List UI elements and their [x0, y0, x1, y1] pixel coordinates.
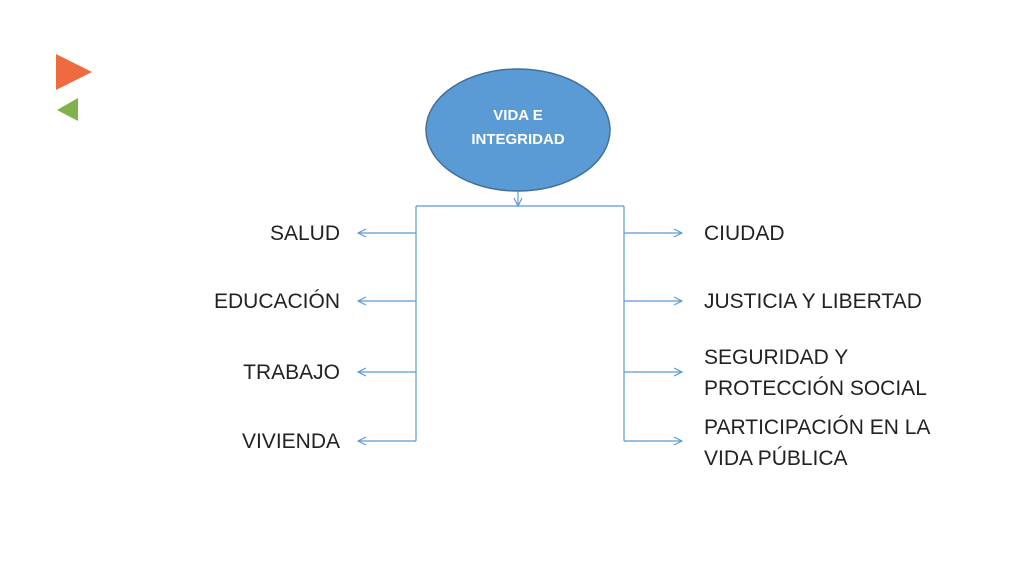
branch-seguridad-line1: SEGURIDAD Y: [704, 346, 849, 369]
branch-justicia-libertad: JUSTICIA Y LIBERTAD: [704, 286, 1004, 317]
root-label-line1: VIDA E: [493, 107, 543, 124]
root-label-line2: INTEGRIDAD: [471, 131, 565, 148]
branch-trabajo: TRABAJO: [243, 361, 340, 384]
connector-lines: [358, 191, 682, 441]
branch-vivienda: VIVIENDA: [241, 430, 340, 453]
branch-ciudad-line1: CIUDAD: [704, 222, 785, 245]
branch-ciudad: CIUDAD: [704, 218, 1004, 249]
branch-seguridad-line2: PROTECCIÓN SOCIAL: [704, 377, 927, 400]
branch-participacion: PARTICIPACIÓN EN LA VIDA PÚBLICA: [704, 412, 1004, 474]
branch-participacion-line2: VIDA PÚBLICA: [704, 447, 848, 470]
branch-seguridad-proteccion: SEGURIDAD Y PROTECCIÓN SOCIAL: [704, 342, 1004, 404]
root-label: VIDA E INTEGRIDAD: [426, 104, 610, 152]
play-left-icon: [57, 98, 78, 121]
branch-salud: SALUD: [269, 222, 340, 245]
branch-participacion-line1: PARTICIPACIÓN EN LA: [704, 416, 931, 439]
branch-educacion: EDUCACIÓN: [213, 290, 340, 313]
play-right-icon: [56, 54, 92, 90]
branch-justicia-line1: JUSTICIA Y LIBERTAD: [704, 290, 922, 313]
